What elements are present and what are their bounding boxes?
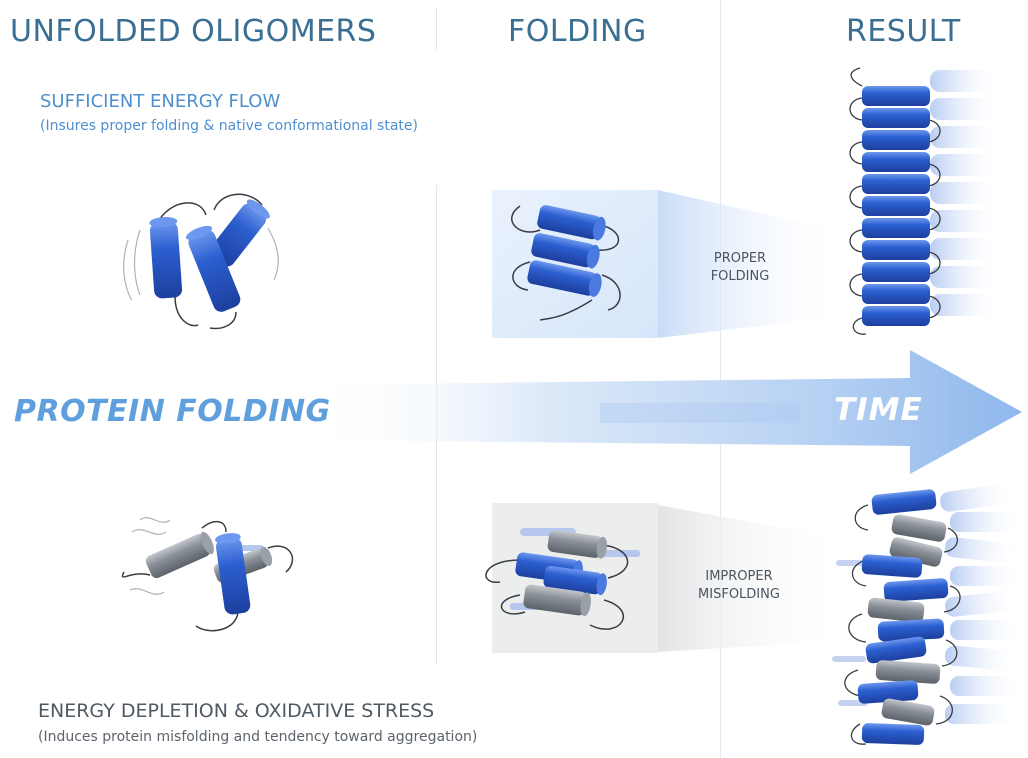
proper-folding-beam bbox=[658, 190, 845, 338]
proper-folding-helix-bundle bbox=[511, 205, 621, 321]
unfolded-oligomer-top bbox=[123, 193, 279, 330]
time-arrow bbox=[300, 350, 1022, 474]
heading-result: RESULT bbox=[846, 14, 961, 49]
heading-folding: FOLDING bbox=[508, 14, 647, 49]
proper-folding-label: PROPER FOLDING bbox=[692, 250, 788, 286]
misfolding-helix-bundle bbox=[485, 528, 640, 630]
disordered-aggregate bbox=[832, 483, 1022, 745]
proper-folding-label-line1: PROPER bbox=[713, 251, 767, 266]
energy-depletion-title: ENERGY DEPLETION & OXIDATIVE STRESS bbox=[38, 700, 435, 722]
ordered-fibril-stack bbox=[849, 67, 1000, 335]
energy-depletion-subtitle: (Induces protein misfolding and tendency… bbox=[38, 729, 478, 745]
sufficient-energy-subtitle: (Insures proper folding & native conform… bbox=[40, 118, 418, 134]
aggregate-ghost-layers bbox=[832, 483, 1022, 724]
fibril-ghost-layers bbox=[930, 70, 1000, 316]
improper-misfolding-label-line2: MISFOLDING bbox=[698, 587, 780, 602]
column-divider-1 bbox=[436, 8, 437, 50]
unfolded-oligomer-bottom bbox=[121, 517, 294, 632]
improper-misfolding-label: IMPROPER MISFOLDING bbox=[684, 568, 794, 604]
improper-misfolding-label-line1: IMPROPER bbox=[705, 569, 773, 584]
sufficient-energy-title: SUFFICIENT ENERGY FLOW bbox=[40, 91, 281, 112]
protein-folding-label: PROTEIN FOLDING bbox=[14, 394, 331, 429]
heading-unfolded-oligomers: UNFOLDED OLIGOMERS bbox=[10, 14, 377, 49]
column-divider-2 bbox=[720, 0, 721, 758]
misfolding-beam bbox=[658, 505, 850, 652]
proper-folding-label-line2: FOLDING bbox=[710, 269, 770, 284]
time-label: TIME bbox=[834, 392, 923, 428]
